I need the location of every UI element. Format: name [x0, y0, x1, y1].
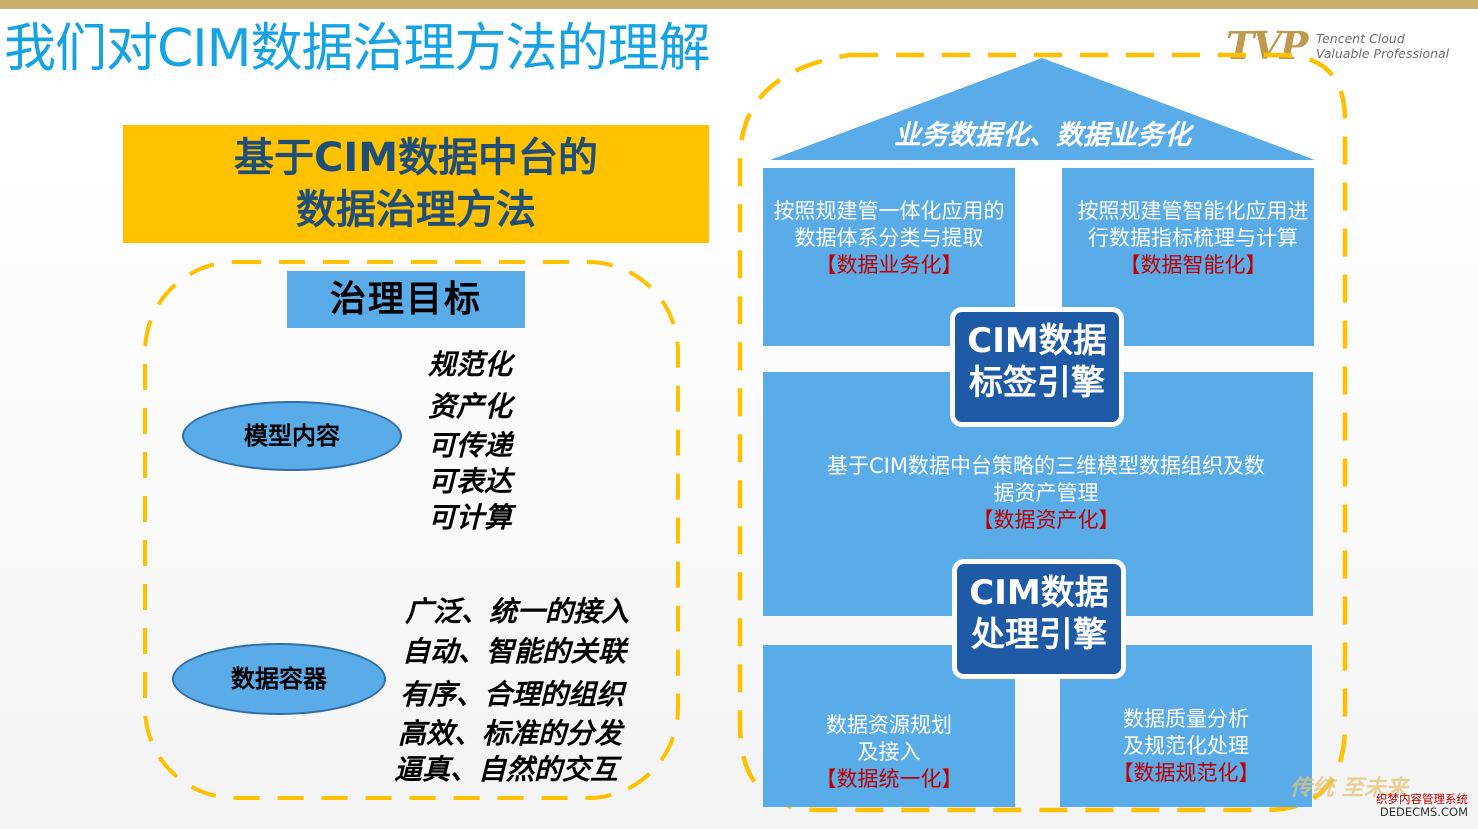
left-dashed-frame — [143, 260, 680, 800]
roof-label: 业务数据化、数据业务化 — [894, 120, 1191, 151]
processing-engine-box: CIM数据 处理引擎 — [952, 559, 1126, 679]
watermark-line2: DEDECMS.COM — [1379, 805, 1468, 819]
right-dashed-frame — [737, 52, 1348, 813]
model-item: 可表达 — [428, 465, 513, 498]
bottom-left-text: 数据资源规划 及接入 【数据统一化】 — [763, 712, 1015, 793]
bottom-left-line2: 及接入 — [857, 740, 921, 764]
model-item: 可传递 — [428, 429, 513, 462]
top-right-text: 按照规建管智能化应用进 行数据指标梳理与计算 【数据智能化】 — [1062, 198, 1324, 279]
top-left-line1: 按照规建管一体化应用的 — [773, 199, 1005, 223]
model-item: 规范化 — [428, 348, 513, 381]
container-item: 逼真、自然的交互 — [394, 753, 619, 786]
tag-engine-line2: 标签引擎 — [969, 363, 1105, 403]
tag-engine-line1: CIM数据 — [967, 321, 1107, 361]
logo-tagline-2: Valuable Professional — [1316, 46, 1450, 61]
watermark-line1: 织梦内容管理系统 — [1376, 792, 1468, 806]
model-content-ellipse: 模型内容 — [182, 401, 402, 471]
middle-text: 基于CIM数据中台策略的三维模型数据组织及数 据资产管理 【数据资产化】 — [763, 453, 1329, 534]
tvp-logo-mark: TVP — [1226, 23, 1308, 68]
bottom-left-tag: 【数据统一化】 — [815, 767, 963, 791]
bottom-left-line1: 数据资源规划 — [826, 713, 952, 737]
container-item: 有序、合理的组织 — [400, 678, 625, 711]
roof-triangle — [770, 58, 1315, 160]
tag-engine-box: CIM数据 标签引擎 — [950, 307, 1124, 427]
logo-tagline-1: Tencent Cloud — [1316, 31, 1405, 46]
bottom-right-text: 数据质量分析 及规范化处理 【数据规范化】 — [1060, 706, 1312, 787]
middle-tag: 【数据资产化】 — [972, 508, 1120, 532]
dedecms-watermark: 织梦内容管理系统 DEDECMS.COM — [1376, 793, 1468, 819]
tvp-logo: TVP Tencent Cloud Valuable Professional — [1226, 26, 1466, 70]
bottom-right-line1: 数据质量分析 — [1123, 707, 1249, 731]
top-right-line1: 按照规建管智能化应用进 — [1077, 199, 1309, 223]
banner-line-2: 数据治理方法 — [296, 187, 536, 233]
bottom-right-tag: 【数据规范化】 — [1112, 761, 1260, 785]
container-item: 高效、标准的分发 — [398, 717, 623, 750]
top-right-line2: 行数据指标梳理与计算 — [1088, 226, 1298, 250]
top-accent-bar — [0, 0, 1478, 9]
processing-engine-line2: 处理引擎 — [971, 615, 1107, 655]
top-left-line2: 数据体系分类与提取 — [794, 226, 984, 250]
middle-line1: 基于CIM数据中台策略的三维模型数据组织及数 — [827, 454, 1265, 478]
bottom-right-line2: 及规范化处理 — [1123, 734, 1249, 758]
processing-engine-line1: CIM数据 — [969, 573, 1109, 613]
model-item: 可计算 — [428, 501, 513, 534]
model-item: 资产化 — [428, 390, 513, 423]
method-banner: 基于CIM数据中台的 数据治理方法 — [123, 125, 709, 243]
banner-line-1: 基于CIM数据中台的 — [233, 135, 599, 181]
data-container-ellipse: 数据容器 — [172, 643, 386, 715]
top-left-text: 按照规建管一体化应用的 数据体系分类与提取 【数据业务化】 — [763, 198, 1015, 279]
container-item: 自动、智能的关联 — [402, 635, 627, 668]
page-title: 我们对CIM数据治理方法的理解 — [4, 19, 711, 79]
top-right-tag: 【数据智能化】 — [1119, 253, 1267, 277]
goal-heading: 治理目标 — [287, 271, 525, 328]
middle-line2: 据资产管理 — [993, 481, 1099, 505]
top-left-tag: 【数据业务化】 — [815, 253, 963, 277]
container-item: 广泛、统一的接入 — [405, 595, 630, 628]
